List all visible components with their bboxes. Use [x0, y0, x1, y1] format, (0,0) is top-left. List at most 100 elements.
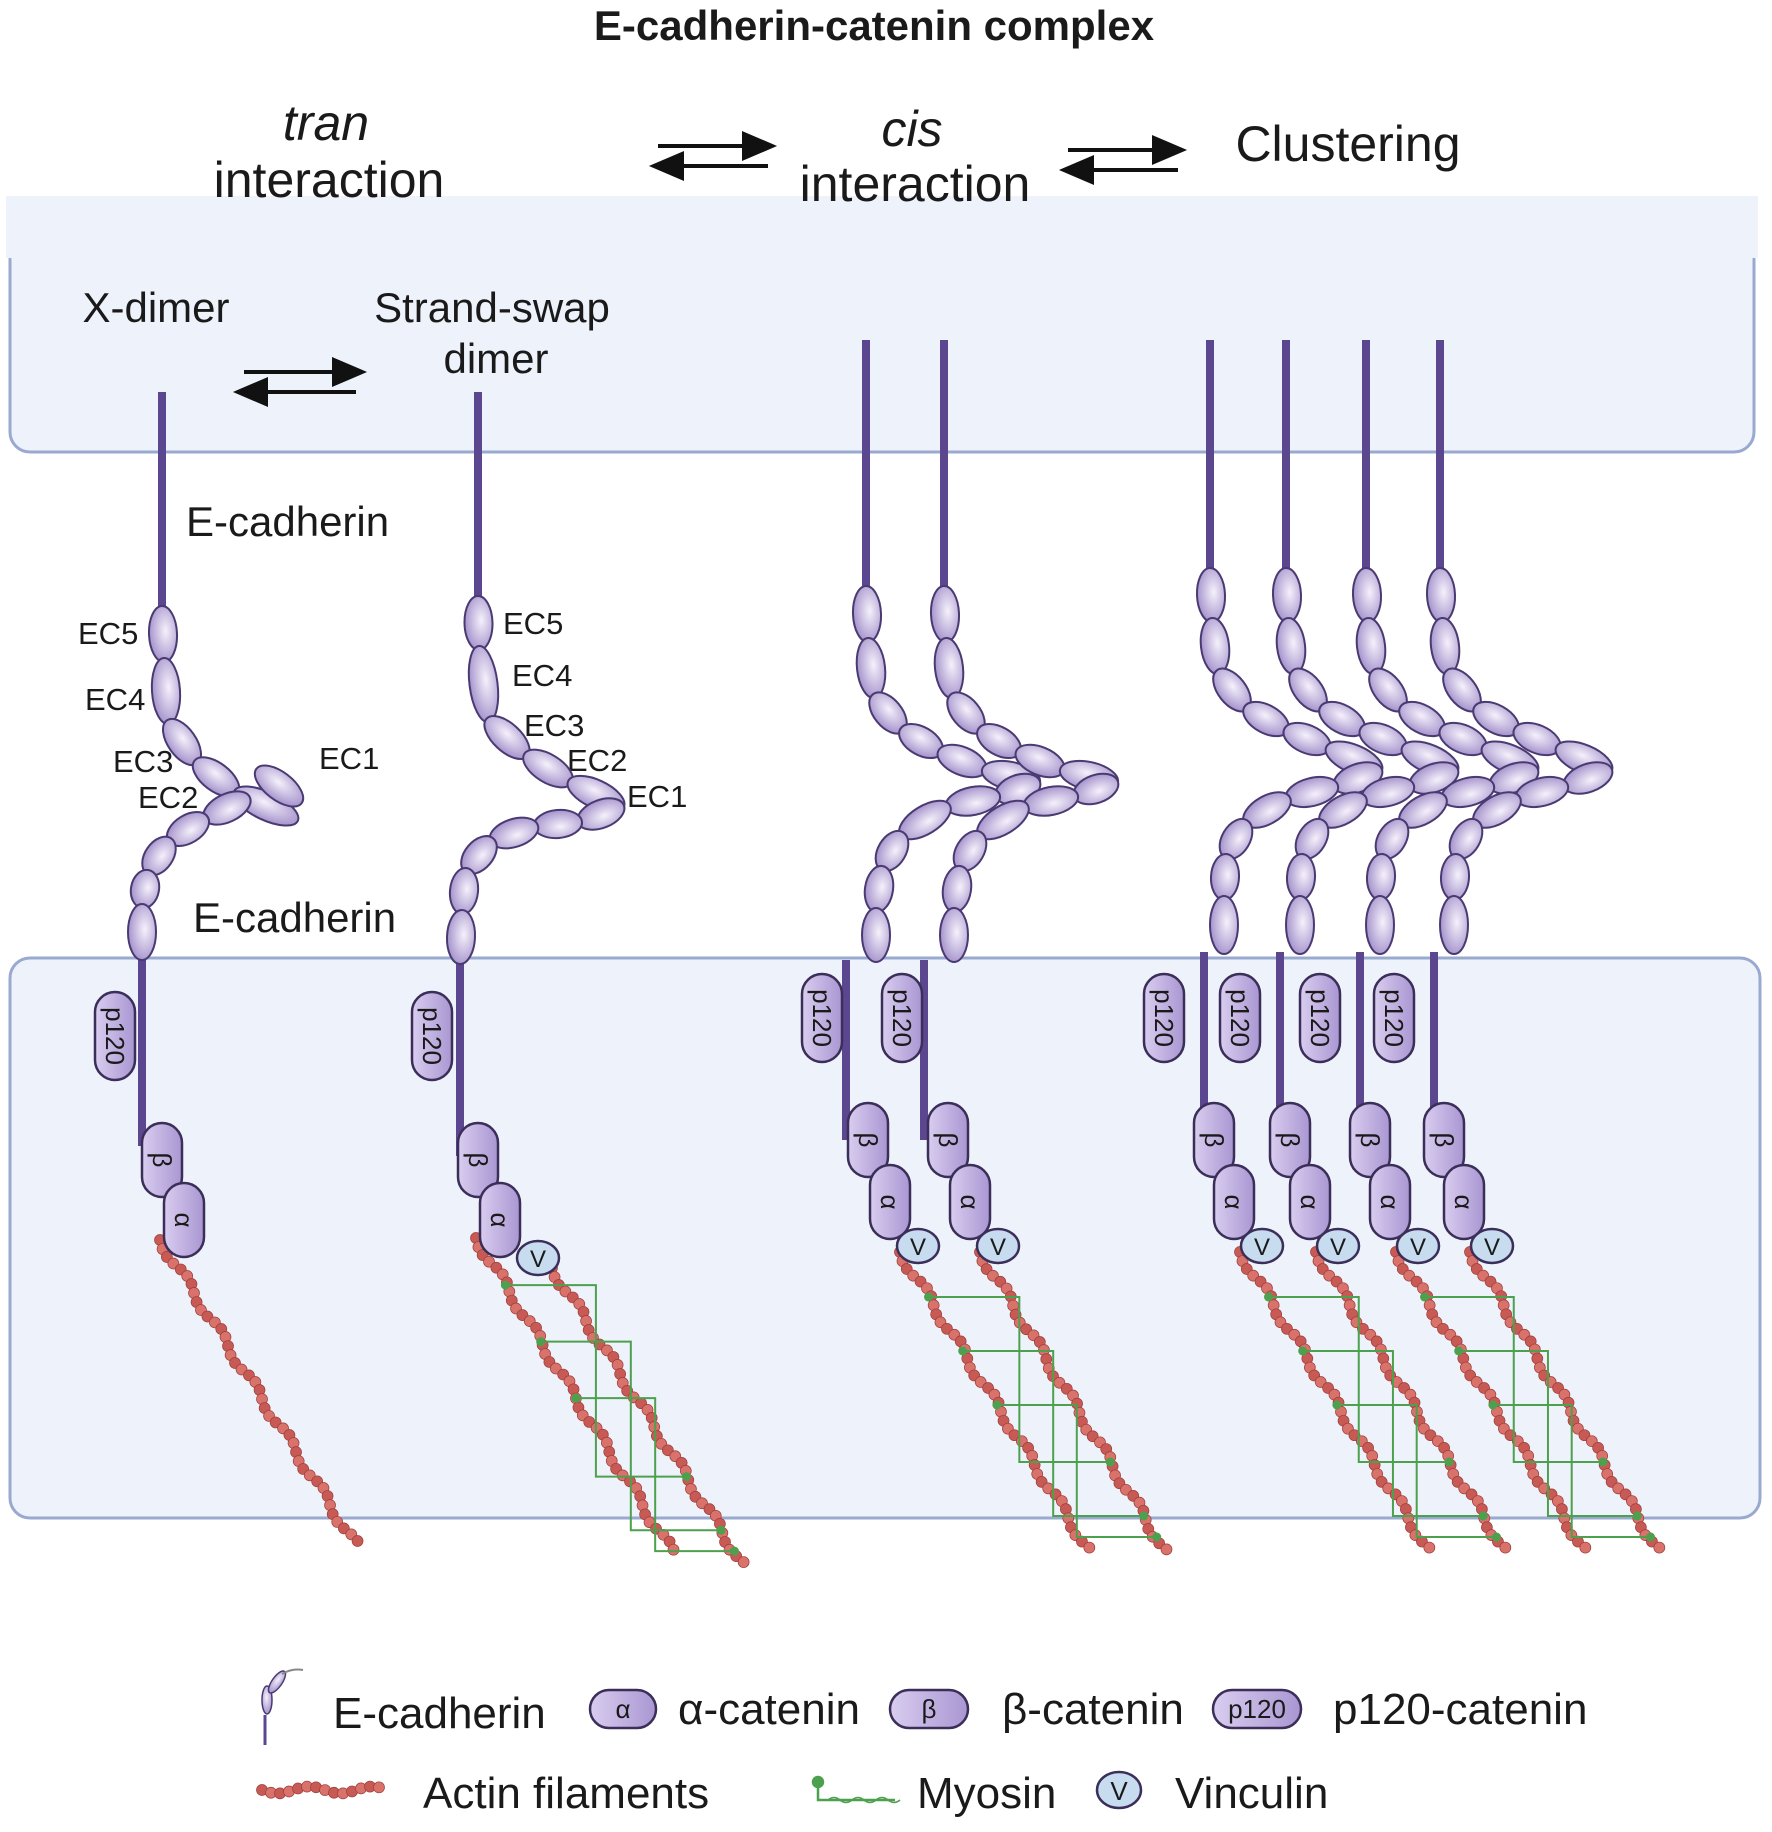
- actin-monomer: [373, 1781, 385, 1794]
- vinculin-symbol: V: [990, 1234, 1006, 1261]
- actin-monomer: [1423, 1541, 1436, 1554]
- beta-symbol: β: [853, 1133, 883, 1148]
- equilibrium-arrow-icon: [232, 356, 368, 408]
- ec-domain: [1439, 852, 1471, 902]
- ec-domain: [1275, 616, 1307, 676]
- ec-domain: [939, 907, 969, 963]
- x-dimer-label: X-dimer: [82, 284, 229, 331]
- myosin-head: [681, 1472, 691, 1482]
- p120-catenin-pill: p120: [1372, 972, 1416, 1064]
- ec-domain: [1285, 895, 1315, 955]
- p120-catenin-pill: p120: [93, 990, 137, 1082]
- alpha-catenin-shape: [1368, 1163, 1412, 1241]
- myosin-strand: [928, 1296, 1111, 1463]
- alpha-symbol: α: [169, 1212, 199, 1227]
- vinculin: V: [515, 1239, 561, 1277]
- p120-symbol: p120: [1305, 989, 1335, 1047]
- beta-symbol: β: [1199, 1133, 1229, 1148]
- ec-domain: [1351, 566, 1383, 624]
- beta-symbol: β: [1275, 1133, 1305, 1148]
- myosin-bundle: [500, 1280, 739, 1556]
- ec-domain: [941, 864, 973, 914]
- myosin-head: [958, 1346, 968, 1356]
- alpha-catenin-pill: α: [1212, 1163, 1256, 1241]
- p120-catenin-shape: [800, 972, 844, 1064]
- ecadherin-lower-label: E-cadherin: [193, 894, 396, 941]
- actin-filament: [256, 1780, 385, 1800]
- actin-filament: [470, 1232, 680, 1556]
- p120-catenin-shape: [880, 972, 924, 1064]
- ec4-label-right: EC4: [512, 658, 572, 693]
- vinculin-symbol: V: [1254, 1234, 1270, 1261]
- p120-catenin-pill: p120: [1142, 972, 1186, 1064]
- ec-domain: [1425, 566, 1457, 624]
- diagram-title: E-cadherin-catenin complex: [594, 2, 1155, 49]
- ec-domain-layer: [127, 566, 1614, 966]
- vinculin: V: [1395, 1227, 1441, 1265]
- legend-vinculin-icon: [1095, 1770, 1143, 1810]
- myosin-bundle: [924, 1292, 1162, 1542]
- ecadherin-upper-label: E-cadherin: [186, 498, 389, 545]
- myosin-head: [1332, 1400, 1342, 1410]
- beta-catenin-pill: β: [1268, 1101, 1312, 1179]
- actin-filament: [1234, 1246, 1436, 1554]
- vinculin-symbol: V: [1330, 1234, 1346, 1261]
- stage-cis-label: interaction: [800, 156, 1031, 212]
- vinculin-shape: [1315, 1227, 1361, 1265]
- p120-catenin-pill: p120: [800, 972, 844, 1064]
- vinculin-shape: [1469, 1227, 1515, 1265]
- alpha-symbol: α: [875, 1194, 905, 1209]
- vinculin-symbol: V: [1484, 1234, 1500, 1261]
- myosin-strand: [505, 1284, 687, 1478]
- ec-domain: [1429, 616, 1461, 676]
- alpha-catenin-pill: α: [478, 1181, 522, 1259]
- vinculin: V: [975, 1227, 1021, 1265]
- legend: E-cadherin α α-catenin β β-catenin p120 …: [256, 1668, 1587, 1818]
- vinculin-shape: [975, 1227, 1021, 1265]
- actin-monomer: [1160, 1543, 1173, 1556]
- ec-domain: [445, 908, 477, 966]
- upper-cell-cover: [6, 196, 1758, 258]
- myosin-head: [1492, 1532, 1501, 1542]
- myosin-head: [1478, 1511, 1488, 1521]
- stage-tran-label: interaction: [214, 152, 445, 208]
- alpha-catenin-pill: α: [1368, 1163, 1412, 1241]
- beta-catenin-shape: [456, 1121, 500, 1199]
- legend-beta-symbol: β: [922, 1694, 937, 1724]
- ec1-label-right: EC1: [627, 779, 687, 814]
- myosin-strand: [996, 1404, 1157, 1538]
- alpha-catenin-pill: α: [1288, 1163, 1332, 1241]
- legend-alpha-catenin-label: α-catenin: [678, 1685, 860, 1734]
- ec-domain: [253, 764, 305, 808]
- p120-catenin-pill: p120: [880, 972, 924, 1064]
- myosin-layer: [500, 1280, 1655, 1556]
- legend-p120-symbol: p120: [1228, 1694, 1286, 1724]
- p120-catenin-pill: p120: [410, 990, 454, 1082]
- alpha-catenin-shape: [868, 1163, 912, 1241]
- ec-domain: [1271, 566, 1303, 624]
- legend-p120-catenin-icon: [1211, 1688, 1303, 1730]
- beta-catenin-pill: β: [926, 1101, 970, 1179]
- myosin-strand: [962, 1350, 1144, 1517]
- legend-alpha-symbol: α: [615, 1694, 630, 1724]
- beta-symbol: β: [1429, 1133, 1459, 1148]
- alpha-catenin-pill: α: [868, 1163, 912, 1241]
- alpha-catenin-shape: [478, 1181, 522, 1259]
- alpha-symbol: α: [1219, 1194, 1249, 1209]
- actin-monomer: [737, 1556, 750, 1568]
- ec5-label-right: EC5: [503, 606, 563, 641]
- vinculin-symbol: V: [910, 1234, 926, 1261]
- myosin-head: [1420, 1292, 1429, 1302]
- beta-catenin-shape: [140, 1121, 184, 1199]
- vinculin-shape: [895, 1227, 941, 1265]
- ec-domain: [851, 584, 883, 644]
- beta-catenin-shape: [1348, 1101, 1392, 1179]
- actin-monomer: [1653, 1541, 1666, 1554]
- legend-myosin-label: Myosin: [917, 1769, 1056, 1818]
- myosin-strand: [1336, 1404, 1497, 1538]
- p120-catenin-shape: [1142, 972, 1186, 1064]
- myosin-head: [500, 1280, 510, 1290]
- beta-catenin-shape: [1192, 1101, 1236, 1179]
